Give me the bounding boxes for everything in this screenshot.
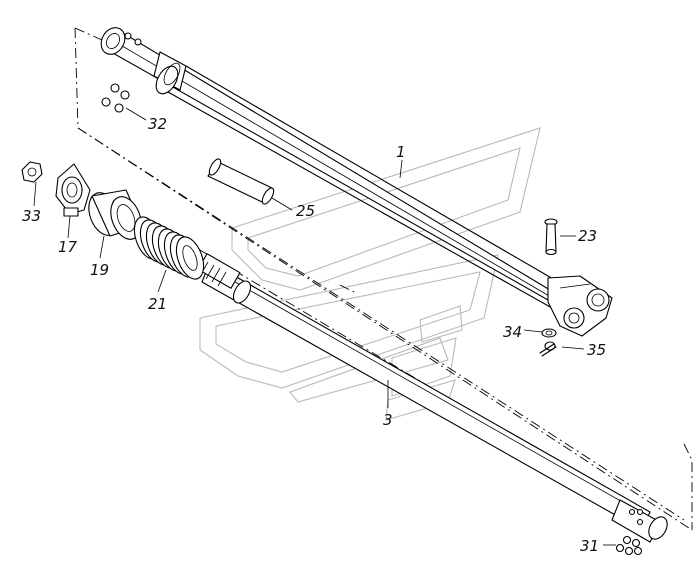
label-32: 32 xyxy=(148,115,167,133)
nut-part xyxy=(21,161,43,183)
label-17: 17 xyxy=(58,238,78,256)
label-31: 31 xyxy=(580,537,599,555)
half-sleeve-part xyxy=(207,158,275,205)
pin-part xyxy=(544,218,558,256)
label-23: 23 xyxy=(578,227,597,245)
washer-part xyxy=(541,328,557,338)
watermark-logo xyxy=(199,127,541,421)
clevis-end xyxy=(547,275,613,337)
balls-group-31 xyxy=(615,535,643,556)
label-34: 34 xyxy=(503,323,522,341)
label-1: 1 xyxy=(396,143,406,161)
label-21: 21 xyxy=(148,295,167,313)
label-33: 33 xyxy=(22,207,41,225)
bushing-ring-part xyxy=(88,189,143,240)
clamp-part xyxy=(55,163,91,217)
label-35: 35 xyxy=(587,341,606,359)
cotter-pin-part xyxy=(539,341,557,357)
bellows-part xyxy=(133,216,205,280)
label-3: 3 xyxy=(383,411,393,429)
balls-group-32 xyxy=(101,83,130,113)
leader-lines xyxy=(33,107,616,546)
outer-tube-part xyxy=(100,27,571,319)
part-number-labels: 32 1 25 23 34 35 33 17 19 21 3 31 xyxy=(22,115,606,555)
label-25: 25 xyxy=(296,202,315,220)
inner-rod-part xyxy=(197,253,668,543)
label-19: 19 xyxy=(90,261,109,279)
